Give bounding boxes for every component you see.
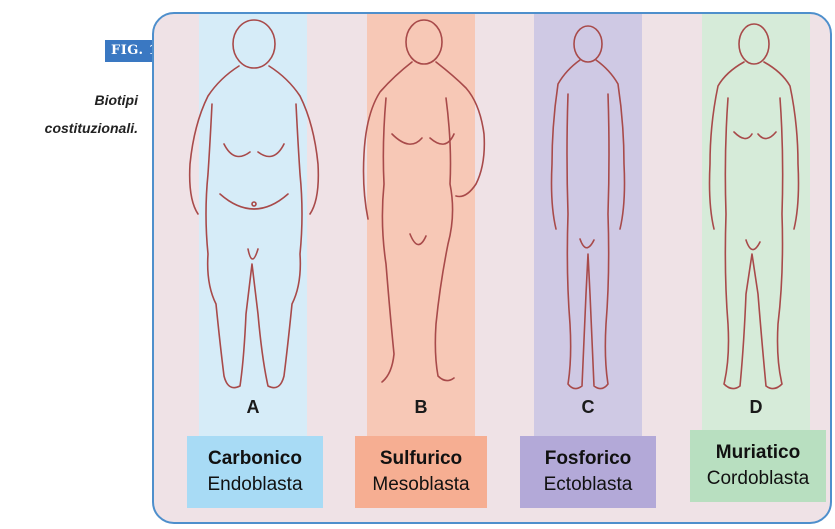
body-figures xyxy=(154,14,832,444)
letter-d: D xyxy=(702,397,810,418)
label-box-d: Muriatico Cordoblasta xyxy=(690,430,826,502)
figure-frame: A B C D Carbonico Endoblasta Sulfurico M… xyxy=(152,12,832,524)
type-sub: Mesoblasta xyxy=(355,472,487,498)
type-name: Sulfurico xyxy=(355,446,487,472)
figure-d-cordomorph xyxy=(710,24,799,389)
type-sub: Cordoblasta xyxy=(690,466,826,492)
letter-a: A xyxy=(199,397,307,418)
label-box-a: Carbonico Endoblasta xyxy=(187,436,323,508)
caption-line-1: Biotipi xyxy=(0,86,138,114)
type-name: Fosforico xyxy=(520,446,656,472)
figure-b-mesomorph xyxy=(364,20,485,382)
caption-line-2: costituzionali. xyxy=(0,114,138,142)
letter-c: C xyxy=(534,397,642,418)
type-sub: Ectoblasta xyxy=(520,472,656,498)
letter-b: B xyxy=(367,397,475,418)
type-sub: Endoblasta xyxy=(187,472,323,498)
figure-a-endomorph xyxy=(190,20,319,388)
type-name: Carbonico xyxy=(187,446,323,472)
label-box-c: Fosforico Ectoblasta xyxy=(520,436,656,508)
type-name: Muriatico xyxy=(690,440,826,466)
figure-caption: Biotipi costituzionali. xyxy=(0,86,138,142)
figure-c-ectomorph xyxy=(552,26,625,389)
label-box-b: Sulfurico Mesoblasta xyxy=(355,436,487,508)
